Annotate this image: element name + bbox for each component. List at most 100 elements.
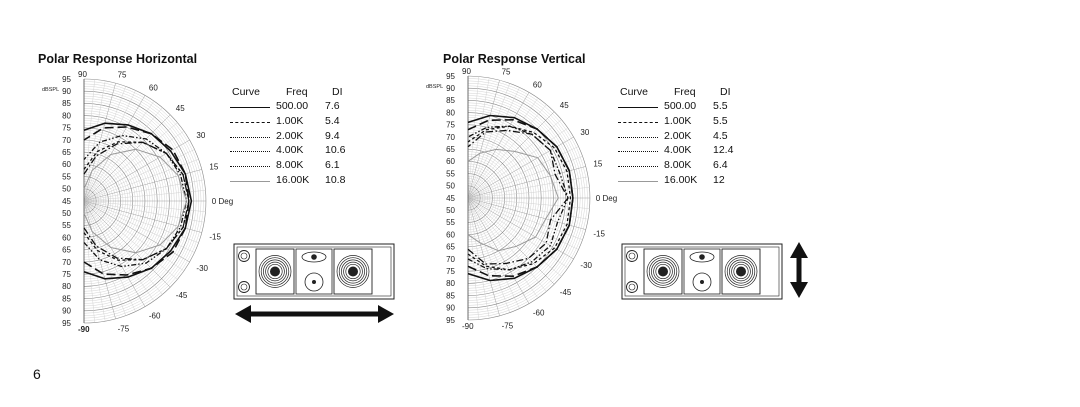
woofer-dustcap-icon xyxy=(270,266,280,277)
grid-spoke xyxy=(467,197,589,220)
series-line-500.00 xyxy=(83,122,193,280)
woofer-cone-icon xyxy=(260,257,290,286)
angle-label: -90 xyxy=(78,325,90,334)
grid-spoke xyxy=(83,107,163,202)
tweeter-horn-icon xyxy=(301,251,327,263)
grid-spoke xyxy=(83,122,178,202)
port-icon xyxy=(628,283,636,291)
angle-label: 30 xyxy=(196,131,205,140)
grid-spoke xyxy=(467,127,569,199)
legend-di: 12.4 xyxy=(713,144,734,157)
angle-label: -45 xyxy=(560,288,572,297)
angle-label: -90 xyxy=(462,322,474,331)
grid-spoke xyxy=(467,92,530,199)
arrow-head-left xyxy=(235,305,251,323)
legend-swatch xyxy=(618,121,658,123)
legend-entry: 1.00K 5.4 xyxy=(230,114,362,129)
horizontal-arrow-icon xyxy=(235,305,394,323)
legend-di: 5.4 xyxy=(325,114,340,127)
woofer-cone-icon xyxy=(648,257,678,286)
grid-spoke xyxy=(83,90,136,202)
grid-spoke xyxy=(467,83,510,199)
grid-spoke xyxy=(467,80,500,199)
legend-freq: 500.00 xyxy=(664,100,697,112)
radial-tick-label: 50 xyxy=(446,182,455,191)
polar-chart-0: 9590858075706560555045505560657075808590… xyxy=(42,70,233,334)
legend-swatch xyxy=(618,166,658,168)
radial-tick-label: 75 xyxy=(446,121,455,130)
legend-di: 5.5 xyxy=(713,114,728,127)
radial-tick-label: 95 xyxy=(446,72,455,81)
grid-spoke xyxy=(467,197,539,299)
grid-spoke xyxy=(83,149,195,202)
grid-spoke xyxy=(467,111,555,199)
radial-tick-label: 65 xyxy=(62,148,71,157)
grid-spoke xyxy=(83,200,185,272)
woofer-frame xyxy=(721,248,761,295)
legend-swatch xyxy=(618,181,658,182)
center-frame xyxy=(683,248,721,295)
grid-spoke xyxy=(83,200,205,223)
arrow-head-down xyxy=(790,282,808,298)
angle-label: -15 xyxy=(209,233,221,242)
radial-tick-label: 90 xyxy=(446,304,455,313)
grid-spoke xyxy=(467,146,579,199)
woofer-cone-icon xyxy=(263,259,287,284)
radial-tick-label: 55 xyxy=(62,221,71,230)
arrow-head-right xyxy=(378,305,394,323)
grid-spoke xyxy=(467,197,510,313)
legend-header-freq: Freq xyxy=(286,86,308,98)
grid-spoke xyxy=(467,197,479,320)
radial-tick-label: 80 xyxy=(62,282,71,291)
woofer-cone-icon xyxy=(338,257,368,286)
angle-label: -75 xyxy=(118,324,130,333)
speaker-drawing-1 xyxy=(621,243,783,300)
grid-spoke xyxy=(83,179,205,202)
legend-di: 9.4 xyxy=(325,129,340,142)
angle-label: -45 xyxy=(176,291,188,300)
angle-label: 0 Deg xyxy=(596,194,617,203)
woofer-frame xyxy=(643,248,683,295)
woofer-cone-icon xyxy=(267,263,283,280)
port-icon xyxy=(240,283,248,291)
legend-freq: 1.00K xyxy=(276,114,304,127)
radial-tick-label: 60 xyxy=(446,230,455,239)
radial-tick-label: 90 xyxy=(446,84,455,93)
tweeter-icon xyxy=(699,254,705,260)
angle-label: 60 xyxy=(149,84,158,93)
radial-tick-label: 75 xyxy=(62,270,71,279)
port-icon xyxy=(240,252,248,260)
woofer-cone-icon xyxy=(345,263,361,280)
radial-tick-label: 65 xyxy=(446,145,455,154)
grid-spoke xyxy=(467,104,547,199)
woofer-frame xyxy=(255,248,295,295)
grid-spoke xyxy=(467,119,562,199)
woofer-dustcap-icon xyxy=(348,266,358,277)
angle-label: -15 xyxy=(593,230,605,239)
legend-di: 10.8 xyxy=(325,174,346,186)
legend-di: 7.6 xyxy=(325,100,340,112)
vertical-arrow-icon xyxy=(790,242,808,298)
legend-di: 4.5 xyxy=(713,129,728,142)
legend-di: 12 xyxy=(713,174,725,186)
grid-spoke xyxy=(467,197,579,250)
legend-di: 6.1 xyxy=(325,159,340,172)
grid-spoke xyxy=(83,200,178,280)
legend-freq: 4.00K xyxy=(276,144,304,157)
radial-tick-label: 45 xyxy=(446,194,455,203)
legend-swatch xyxy=(230,181,270,182)
series-line-16.00K xyxy=(467,148,559,252)
grid-spoke xyxy=(467,197,555,285)
speaker-drawing-0 xyxy=(233,243,395,300)
woofer-dustcap-icon xyxy=(658,266,668,277)
woofer-cone-icon xyxy=(733,263,749,280)
legend-swatch xyxy=(618,136,658,138)
woofer-cone-icon xyxy=(731,261,751,282)
grid-spoke xyxy=(467,197,520,309)
radial-tick-label: 70 xyxy=(62,258,71,267)
legend-di: 6.4 xyxy=(713,159,728,172)
